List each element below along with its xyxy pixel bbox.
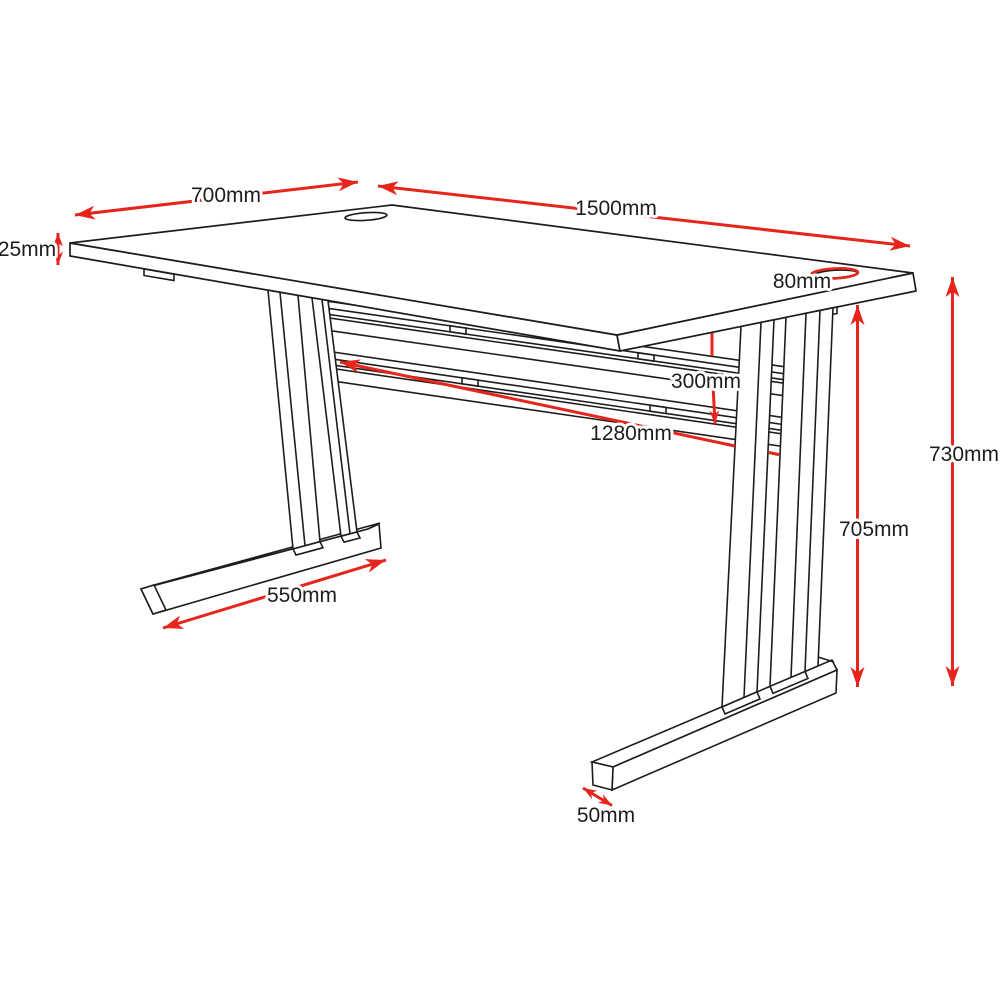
label-705mm: 705mm [839, 518, 909, 541]
right-foot-end [591, 760, 614, 792]
dimension-labels: 700mm 1500mm 25mm 80mm 300mm 1280mm 550m… [0, 181, 1000, 830]
label-550mm: 550mm [267, 584, 337, 607]
label-1280mm: 1280mm [590, 422, 672, 445]
dim-50-arrow [582, 786, 613, 807]
dim-300-line [709, 333, 720, 425]
label-300mm: 300mm [671, 370, 741, 393]
desk-top [69, 204, 917, 352]
dim-550-arrow [162, 558, 387, 630]
dim-1280-arrow [339, 359, 736, 448]
label-25mm: 25mm [0, 238, 56, 261]
right-leg [589, 306, 839, 792]
left-arm-cap [143, 268, 175, 282]
dim-80-ellipse [809, 267, 860, 280]
label-80mm: 80mm [773, 270, 831, 293]
label-730mm: 730mm [929, 443, 999, 466]
label-50mm: 50mm [577, 804, 635, 827]
label-700mm: 700mm [191, 184, 261, 207]
dim-700-arrow [74, 177, 359, 220]
label-1500mm: 1500mm [575, 197, 657, 220]
dimension-arrows [53, 177, 960, 807]
dim-1500-arrow [377, 181, 911, 251]
